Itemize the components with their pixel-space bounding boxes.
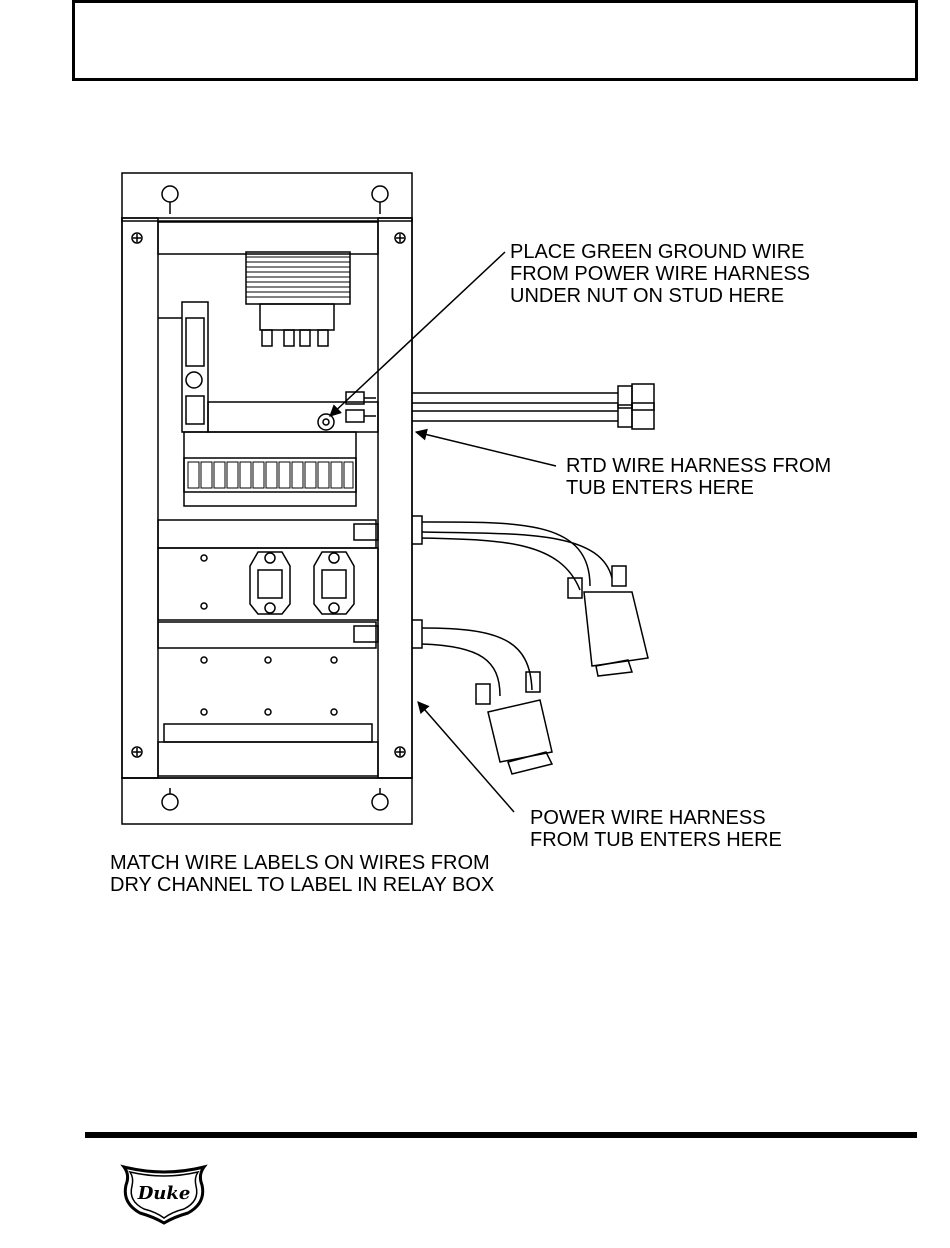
top-right-keyhole [372, 186, 388, 202]
heat-sink [246, 252, 350, 304]
relay-socket-2 [314, 552, 354, 614]
ground-leader [330, 252, 505, 416]
right-side-rail [378, 218, 412, 778]
callout-line: FROM POWER WIRE HARNESS [510, 263, 810, 285]
rtd-harness-callout: RTD WIRE HARNESS FROM TUB ENTERS HERE [566, 455, 831, 499]
top-mounting-flange [122, 173, 412, 221]
svg-text:Duke: Duke [137, 1183, 191, 1204]
footer-rule [85, 1132, 917, 1138]
duke-logo: Duke [118, 1163, 210, 1225]
callout-line: FROM TUB ENTERS HERE [530, 829, 782, 851]
match-labels-note: MATCH WIRE LABELS ON WIRES FROM DRY CHAN… [110, 852, 494, 896]
top-left-keyhole [162, 186, 178, 202]
rtd-wire-harness [346, 384, 654, 429]
callout-line: TUB ENTERS HERE [566, 477, 831, 499]
power-harness-callout: POWER WIRE HARNESS FROM TUB ENTERS HERE [530, 807, 782, 851]
bottom-left-keyhole [162, 794, 178, 810]
rtd-leader [416, 432, 556, 466]
callout-line: PLACE GREEN GROUND WIRE [510, 241, 810, 263]
ground-stud [318, 414, 334, 430]
note-line: MATCH WIRE LABELS ON WIRES FROM [110, 852, 494, 874]
bottom-right-keyhole [372, 794, 388, 810]
lower-power-harness [422, 628, 552, 774]
terminal-strip [184, 432, 356, 506]
upper-power-harness [422, 522, 648, 676]
relay-socket-1 [250, 552, 290, 614]
callout-line: UNDER NUT ON STUD HERE [510, 285, 810, 307]
power-leader [418, 702, 514, 812]
relay-box-enclosure [122, 218, 412, 778]
callout-line: POWER WIRE HARNESS [530, 807, 782, 829]
bottom-mounting-flange [122, 778, 412, 824]
callout-line: RTD WIRE HARNESS FROM [566, 455, 831, 477]
ground-wire-callout: PLACE GREEN GROUND WIRE FROM POWER WIRE … [510, 241, 810, 307]
left-side-rail [122, 218, 158, 778]
note-line: DRY CHANNEL TO LABEL IN RELAY BOX [110, 874, 494, 896]
header-box [72, 0, 918, 81]
